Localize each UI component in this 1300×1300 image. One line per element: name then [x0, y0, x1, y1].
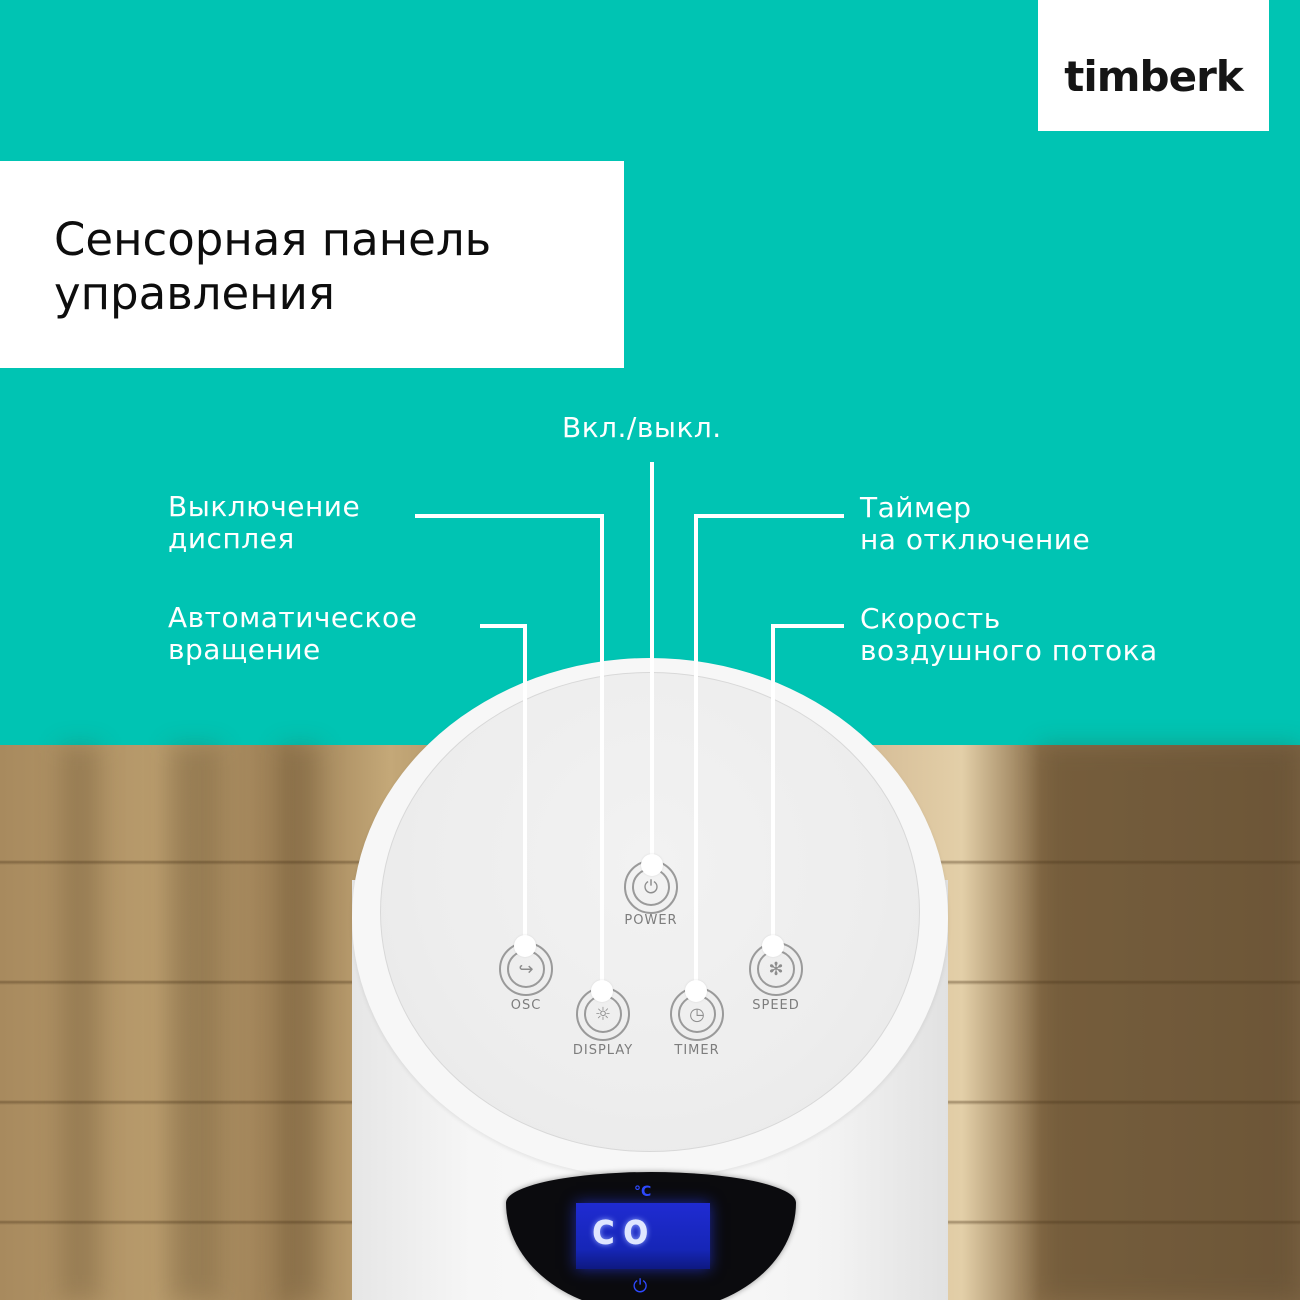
callout-dot-timer	[685, 980, 707, 1002]
callout-line-timer-h	[694, 514, 844, 518]
callout-dot-display	[591, 980, 613, 1002]
callout-dot-speed	[762, 935, 784, 957]
callout-label-timer: Таймер на отключение	[860, 491, 1091, 556]
display-button-caption: DISPLAY	[572, 1043, 634, 1058]
power-button-caption: POWER	[624, 913, 678, 928]
led-digits: co	[590, 1204, 655, 1255]
wood-shadow	[60, 745, 100, 1300]
callout-label-speed: Скорость воздушного потока	[860, 602, 1158, 667]
page-title: Сенсорная панель управления	[54, 213, 492, 320]
callout-line-timer-v	[694, 514, 698, 990]
callout-line-speed-v	[771, 624, 775, 944]
timer-button-caption: TIMER	[674, 1043, 720, 1058]
callout-line-osc-v	[523, 624, 527, 944]
title-card: Сенсорная панель управления	[0, 161, 624, 368]
callout-label-power: Вкл./выкл.	[562, 411, 722, 444]
celsius-indicator: °C	[634, 1184, 652, 1200]
wood-shadow	[280, 745, 320, 1300]
osc-button-caption: OSC	[510, 998, 542, 1013]
speed-button-caption: SPEED	[752, 998, 800, 1013]
callout-dot-power	[641, 854, 663, 876]
wood-shadow	[1040, 745, 1300, 1300]
led-screen	[576, 1203, 710, 1269]
wood-shadow	[170, 745, 220, 1300]
callout-line-speed-h	[771, 624, 844, 628]
callout-label-display: Выключение дисплея	[168, 490, 361, 555]
callout-label-osc: Автоматическое вращение	[168, 601, 418, 666]
callout-dot-osc	[514, 935, 536, 957]
standby-power-icon: ⏻	[633, 1276, 648, 1297]
brand-logo-box: timberk	[1038, 0, 1269, 131]
callout-line-display-v	[600, 514, 604, 990]
osc-button[interactable]: ↪	[499, 942, 553, 996]
callout-line-display-h	[415, 514, 604, 518]
brand-logo: timberk	[1064, 52, 1243, 101]
callout-line-power	[650, 462, 654, 862]
callout-line-osc-h	[480, 624, 527, 628]
